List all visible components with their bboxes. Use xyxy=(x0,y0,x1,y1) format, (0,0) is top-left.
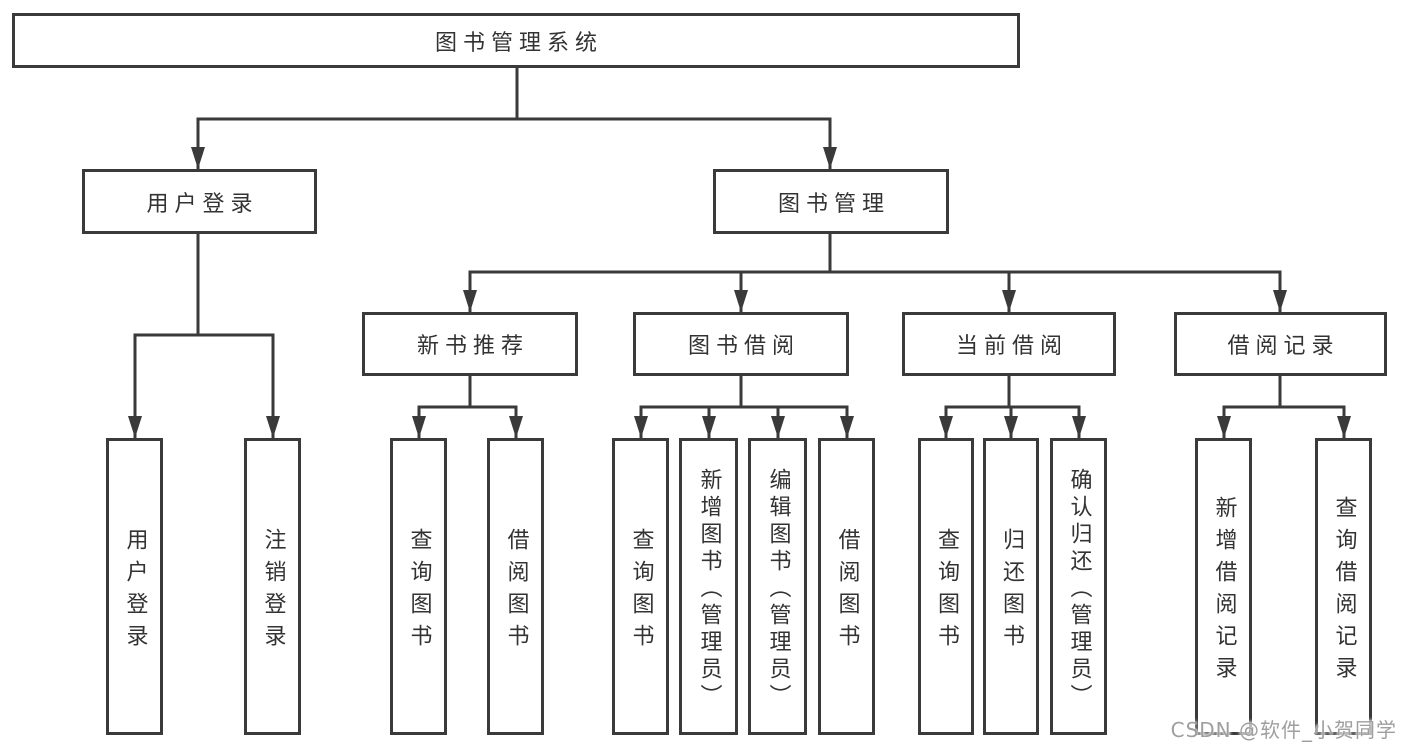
leaf-logout-login: 注销登录 xyxy=(244,438,301,735)
leaf-return-book: 归还图书 xyxy=(983,438,1039,735)
node-borrow-records: 借阅记录 xyxy=(1174,312,1387,376)
node-library-management-system: 图书管理系统 xyxy=(12,13,1020,68)
leaf-add-book-admin: 新增图书（管理员） xyxy=(679,438,738,735)
leaf-user-login: 用户登录 xyxy=(106,438,163,735)
node-label: 借阅图书 xyxy=(503,527,529,656)
leaf-query-borrow-record: 查询借阅记录 xyxy=(1315,438,1372,735)
csdn-watermark: CSDN @软件_小贺同学 xyxy=(1170,718,1397,742)
node-label: 编辑图书（管理员） xyxy=(765,467,791,711)
node-label: 查询借阅记录 xyxy=(1331,495,1357,688)
leaf-add-borrow-record: 新增借阅记录 xyxy=(1195,438,1252,735)
node-user-login: 用户登录 xyxy=(82,169,317,234)
node-label: 查询图书 xyxy=(406,527,432,656)
node-label: 借阅图书 xyxy=(834,527,860,656)
leaf-borrow-book: 借阅图书 xyxy=(487,438,544,735)
node-label: 注销登录 xyxy=(260,527,286,656)
node-label: 查询图书 xyxy=(628,527,654,656)
leaf-query-book-2: 查询图书 xyxy=(612,438,669,735)
node-label: 新增借阅记录 xyxy=(1211,495,1237,688)
node-label: 确认归还（管理员） xyxy=(1066,467,1092,711)
leaf-query-book: 查询图书 xyxy=(390,438,447,735)
node-book-borrow: 图书借阅 xyxy=(633,312,849,376)
node-label: 用户登录 xyxy=(122,527,148,656)
node-label: 图书借阅 xyxy=(687,334,800,359)
leaf-confirm-return-admin: 确认归还（管理员） xyxy=(1050,438,1107,735)
node-label: 用户登录 xyxy=(146,191,259,217)
node-label: 当前借阅 xyxy=(955,334,1068,359)
node-label: 借阅记录 xyxy=(1227,334,1340,359)
node-label: 图书管理系统 xyxy=(434,30,603,56)
leaf-edit-book-admin: 编辑图书（管理员） xyxy=(748,438,807,735)
node-current-borrow: 当前借阅 xyxy=(902,312,1116,376)
node-label: 图书管理 xyxy=(777,191,890,217)
leaf-borrow-book-2: 借阅图书 xyxy=(818,438,875,735)
node-label: 新书推荐 xyxy=(416,334,529,359)
node-label: 查询图书 xyxy=(934,527,959,656)
node-new-book-recommend: 新书推荐 xyxy=(362,312,578,376)
leaf-query-book-3: 查询图书 xyxy=(918,438,974,735)
node-book-management: 图书管理 xyxy=(713,169,949,234)
node-label: 新增图书（管理员） xyxy=(696,467,722,711)
node-label: 归还图书 xyxy=(999,527,1024,656)
